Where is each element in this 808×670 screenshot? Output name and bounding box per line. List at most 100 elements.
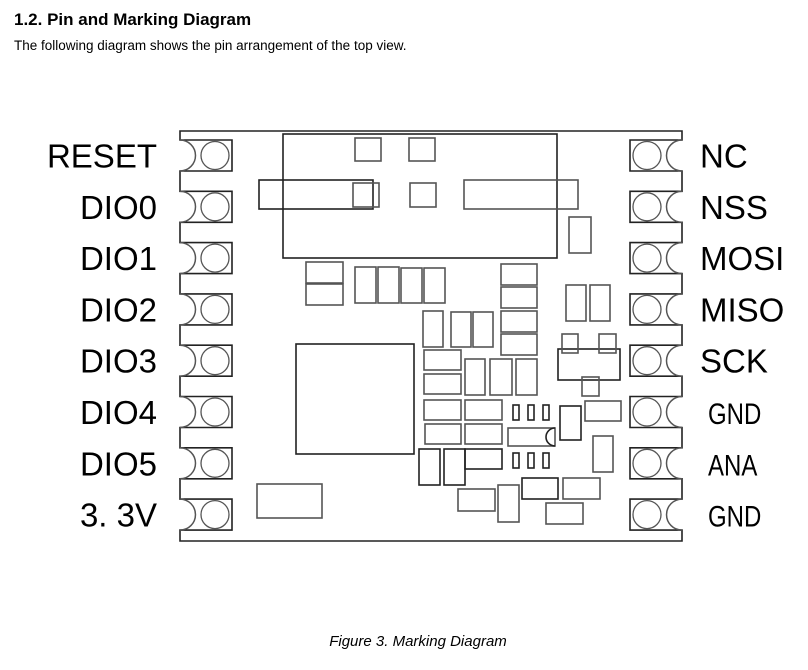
shield-can: [282, 133, 558, 259]
smd-pad: [561, 333, 579, 354]
smd-component: [418, 448, 441, 486]
smd-component: [589, 284, 611, 322]
pin-label: ANA: [708, 448, 758, 482]
castellation-arc-icon: [665, 395, 683, 429]
board-outline: [179, 130, 683, 542]
pin-right-4: MISO: [632, 291, 784, 328]
smd-small: [527, 452, 535, 469]
pin-left-1: RESET: [47, 138, 230, 175]
pin-right-1: NC: [632, 138, 748, 175]
smd-component: [497, 484, 520, 523]
smd-component: [500, 286, 538, 309]
castellation-arc-icon: [665, 241, 683, 275]
smd-component: [464, 399, 503, 421]
pin-label: DIO0: [80, 189, 157, 226]
pin-label: DIO2: [80, 291, 157, 328]
smd-component: [500, 310, 538, 333]
pin-left-6: DIO4: [80, 394, 230, 431]
smd-component: [515, 358, 538, 396]
smd-component: [423, 373, 462, 395]
pin-label: DIO4: [80, 394, 157, 431]
pin-hole-icon: [632, 294, 662, 325]
pin-left-2: DIO0: [80, 189, 230, 226]
castellation-arc-icon: [665, 139, 683, 172]
pin-left-3: DIO1: [80, 240, 230, 277]
pin-hole-icon: [632, 243, 662, 273]
smd-component: [464, 358, 486, 396]
pin-label: GND: [708, 396, 761, 430]
castellation-arc-icon: [179, 395, 197, 429]
smd-component: [500, 263, 538, 286]
smd-component: [423, 349, 462, 371]
pin-right-5: SCK: [632, 343, 768, 380]
smd-component: [423, 399, 462, 421]
pin-hole-icon: [632, 140, 662, 171]
pin-label: DIO5: [80, 445, 157, 482]
pin-hole-icon: [632, 499, 662, 530]
smd-component: [562, 477, 601, 500]
smd-pad: [409, 182, 437, 208]
module-outline: [179, 130, 683, 542]
smd-small: [527, 404, 535, 421]
pin-label: GND: [708, 499, 761, 533]
pin-right-6: GND: [632, 395, 761, 431]
smd-component: [354, 266, 377, 304]
smd-small: [542, 452, 550, 469]
pin-hole-icon: [200, 448, 230, 478]
smd-component: [423, 267, 446, 304]
pin-label: 3. 3V: [80, 497, 157, 534]
smd-component: [258, 179, 374, 210]
smd-component: [489, 358, 513, 396]
smd-component: [450, 311, 472, 348]
pin-label: DIO1: [80, 240, 157, 277]
castellation-arc-icon: [179, 344, 197, 377]
figure-caption: Figure 3. Marking Diagram: [329, 633, 507, 650]
smd-pad: [598, 333, 617, 354]
smd-component: [568, 216, 592, 254]
smd-component: [377, 266, 400, 304]
pin-left-5: DIO3: [80, 343, 230, 380]
smd-diode: [507, 427, 556, 447]
pin-hole-icon: [200, 140, 230, 171]
pin-right-8: GND: [632, 498, 761, 533]
pin-label: MISO: [700, 291, 784, 328]
castellation-arc-icon: [179, 139, 197, 172]
smd-component: [422, 310, 444, 348]
pin-left-7: DIO5: [80, 445, 230, 482]
smd-component: [565, 284, 587, 322]
pin-hole-icon: [200, 346, 230, 376]
pin-hole-icon: [200, 243, 230, 273]
smd-pad: [408, 137, 436, 162]
pcb-components: [256, 133, 622, 525]
pin-left-8: 3. 3V: [80, 497, 230, 534]
smd-component: [457, 488, 496, 512]
pin-hole-icon: [200, 499, 230, 530]
smd-component: [592, 435, 614, 473]
smd-component: [305, 261, 344, 284]
castellation-arc-icon: [179, 293, 197, 326]
pin-right-2: NSS: [632, 189, 768, 226]
smd-component: [400, 267, 423, 304]
castellation-arc-icon: [665, 293, 683, 326]
pin-hole-icon: [632, 448, 662, 478]
smd-pad: [354, 137, 382, 162]
castellation-arc-icon: [665, 498, 683, 531]
castellation-arc-icon: [665, 190, 683, 224]
smd-component: [424, 423, 462, 445]
pin-hole-icon: [632, 346, 662, 376]
intro-text: The following diagram shows the pin arra…: [14, 38, 407, 53]
sot-package: [557, 348, 621, 381]
castellation-arc-icon: [665, 344, 683, 377]
castellation-arc-icon: [179, 447, 197, 480]
smd-small: [542, 404, 550, 421]
smd-component: [256, 483, 323, 519]
pin-hole-icon: [200, 294, 230, 325]
smd-component: [464, 423, 503, 445]
pin-right-3: MOSI: [632, 240, 784, 277]
right-pin-column: NC NSS MOSI MISO SCK GND ANA GND: [632, 138, 784, 533]
pin-hole-icon: [632, 397, 662, 427]
pin-right-7: ANA: [632, 447, 758, 482]
smd-small: [512, 404, 520, 421]
smd-component: [500, 333, 538, 356]
